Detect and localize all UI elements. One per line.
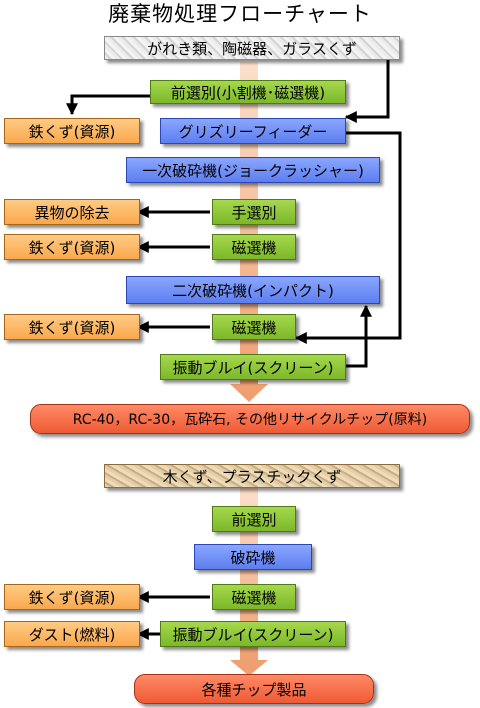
primary-crusher: 一次破砕機(ジョークラッシャー) (126, 157, 380, 183)
grizzly-feeder: グリズリーフィーダー (160, 118, 346, 144)
vibrating-screen-1: 振動ブルイ(スクリーン) (160, 354, 346, 380)
product-chips: 各種チップ製品 (134, 674, 374, 704)
magnetic-separator-1: 磁選機 (212, 234, 296, 260)
iron-scrap-output-1: 鉄くず(資源) (4, 118, 140, 144)
iron1-arrow (66, 94, 162, 116)
magnetic-separator-3: 磁選機 (212, 584, 296, 610)
secondary-crusher: 二次破砕機(インパクト) (126, 276, 380, 304)
pre-sort-step: 前選別(小割機･磁選機) (150, 80, 346, 104)
iron-scrap-output-4: 鉄くず(資源) (4, 584, 140, 610)
crusher-2: 破砕機 (194, 544, 312, 570)
dust-fuel-output: ダスト(燃料) (4, 621, 140, 647)
product-recycled-aggregate: RC-40，RC-30，瓦砕石, その他リサイクルチップ(原料) (30, 404, 470, 434)
page-title: 廃棄物処理フローチャート (108, 2, 372, 26)
vibrating-screen-2: 振動ブルイ(スクリーン) (160, 621, 346, 647)
input-wood-plastic: 木くず、プラスチックくず (104, 464, 400, 488)
input-rubble: がれき類、陶磁器、ガラスくず (104, 36, 400, 60)
hand-sort-step: 手選別 (212, 199, 296, 225)
foreign-removal-output: 異物の除去 (4, 199, 140, 225)
iron-scrap-output-2: 鉄くず(資源) (4, 234, 140, 260)
iron-scrap-output-3: 鉄くず(資源) (4, 314, 140, 340)
magnetic-separator-2: 磁選機 (212, 314, 296, 340)
pre-sort-step-2: 前選別 (212, 506, 296, 532)
return-arrow (346, 304, 372, 368)
feeder-loop-arrow (294, 131, 402, 344)
main-flow-arrow-1 (230, 62, 268, 402)
